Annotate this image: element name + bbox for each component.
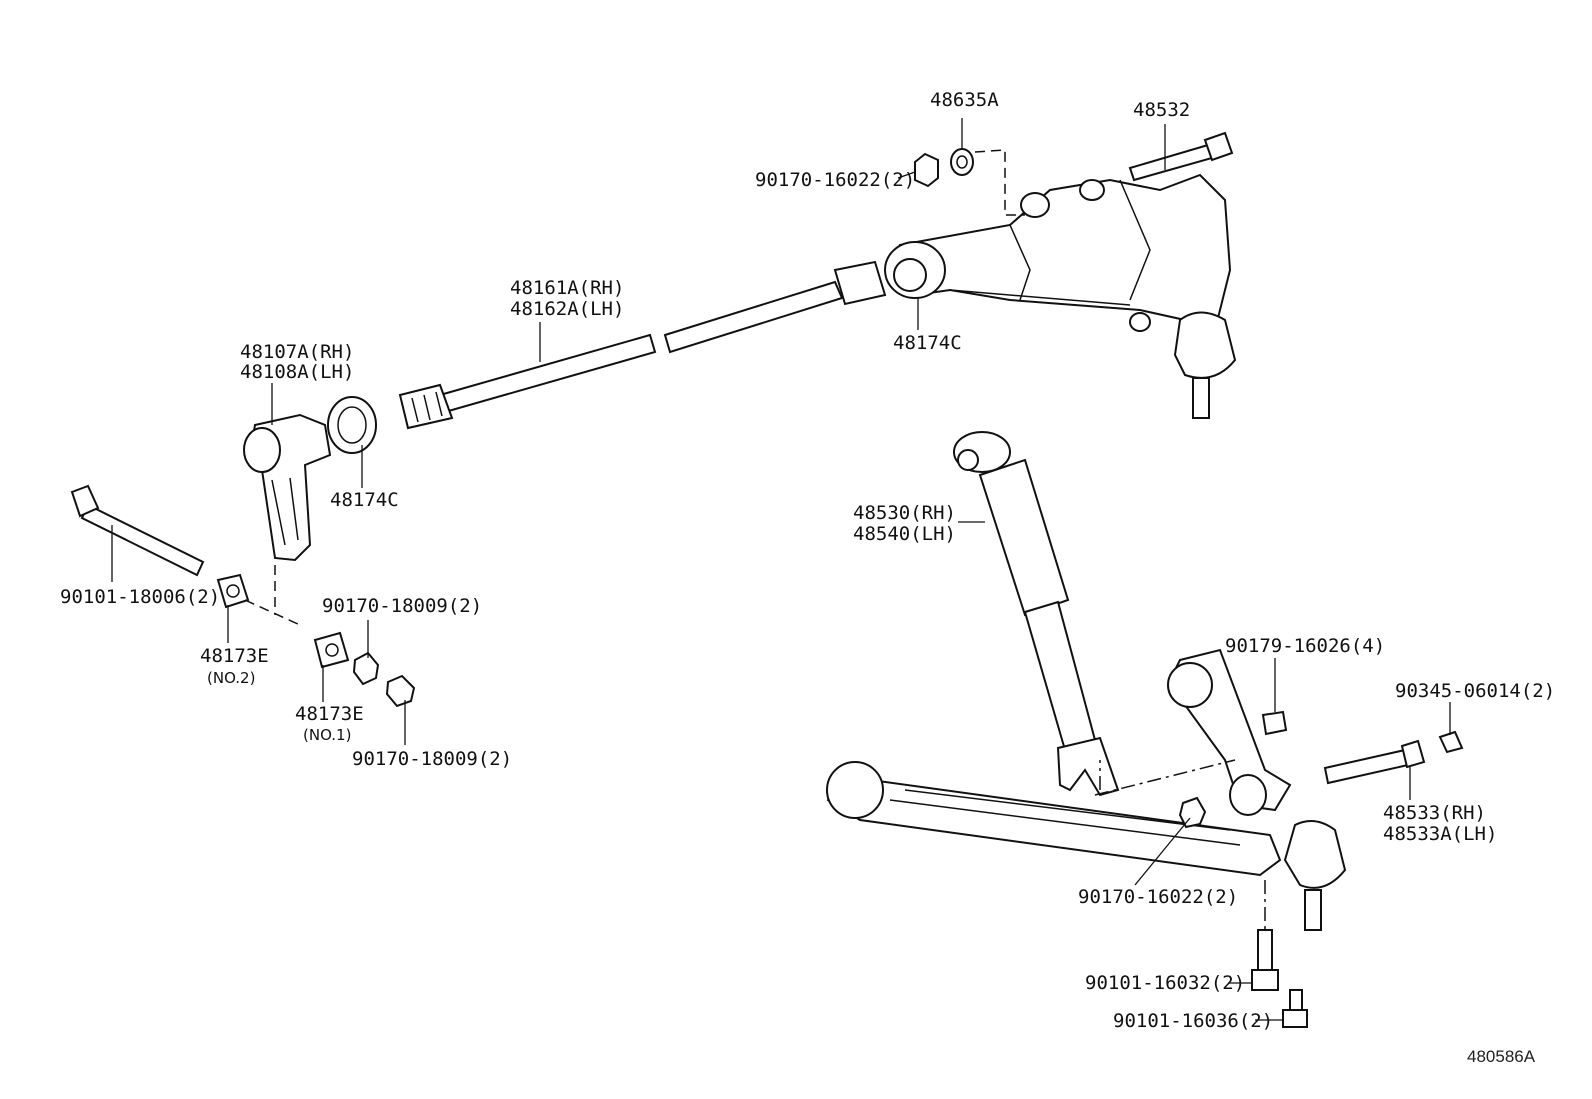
strut-arm <box>1167 648 1292 816</box>
label-90170-18009-a: 90170-18009(2) <box>322 595 483 617</box>
lower-ball-joint <box>1283 820 1347 931</box>
nut-90345-06014 <box>1438 730 1464 754</box>
cam-48173E-no1 <box>313 631 350 669</box>
bolt-48533 <box>1323 739 1426 785</box>
torque-arm-48107A <box>243 413 332 562</box>
label-no2: (NO.2) <box>207 669 256 687</box>
bolt-90101-16032 <box>1251 929 1279 991</box>
label-48533: 48533(RH) <box>1383 802 1486 824</box>
label-48161A: 48161A(RH) <box>510 277 625 299</box>
label-48174C-left: 48174C <box>330 489 399 511</box>
label-90179-16026: 90179-16026(4) <box>1225 635 1386 657</box>
shock-absorber-48530 <box>953 431 1120 797</box>
label-48540: 48540(LH) <box>853 523 956 545</box>
bushing-48174C-left <box>327 396 377 454</box>
label-48108A: 48108A(LH) <box>240 361 355 383</box>
upper-bushing-48174C <box>884 241 946 299</box>
label-48162A: 48162A(LH) <box>510 298 625 320</box>
upper-control-arm <box>898 173 1232 332</box>
cam-48173E-no2 <box>216 573 250 609</box>
nut-90179-16026 <box>1261 710 1288 736</box>
bolt-48532 <box>1128 131 1234 182</box>
figure-number: 480586A <box>1467 1047 1536 1066</box>
label-no1: (NO.1) <box>303 726 352 744</box>
nut-90170-16022-bottom <box>1178 796 1207 829</box>
label-48530: 48530(RH) <box>853 502 956 524</box>
label-48173E-no2: 48173E <box>200 645 269 667</box>
bolt-90101-16036 <box>1282 989 1308 1028</box>
label-48174C-top: 48174C <box>893 332 962 354</box>
label-90101-16036: 90101-16036(2) <box>1113 1010 1274 1032</box>
leader-lines <box>111 118 1451 1021</box>
label-48532: 48532 <box>1133 99 1191 121</box>
washer-48635A <box>950 148 974 176</box>
label-48533A: 48533A(LH) <box>1383 823 1498 845</box>
upper-ball-joint <box>1173 311 1237 419</box>
label-90101-16032: 90101-16032(2) <box>1085 972 1246 994</box>
lower-control-arm <box>826 761 1282 877</box>
label-48173E-no1: 48173E <box>295 703 364 725</box>
label-90170-16022-bottom: 90170-16022(2) <box>1078 886 1239 908</box>
label-90170-16022-top: 90170-16022(2) <box>755 169 916 191</box>
label-48107A: 48107A(RH) <box>240 341 355 363</box>
torsion-bar-48161A <box>398 260 887 430</box>
label-90170-18009-b: 90170-18009(2) <box>352 748 513 770</box>
nut-90170-18009-b <box>385 674 416 708</box>
label-48635A: 48635A <box>930 89 999 111</box>
nut-90170-16022-top <box>914 152 939 188</box>
label-90101-18006: 90101-18006(2) <box>60 586 221 608</box>
label-90345-06014: 90345-06014(2) <box>1395 680 1556 702</box>
bolt-90101-18006 <box>70 484 205 577</box>
nut-90170-18009-a <box>352 651 380 686</box>
